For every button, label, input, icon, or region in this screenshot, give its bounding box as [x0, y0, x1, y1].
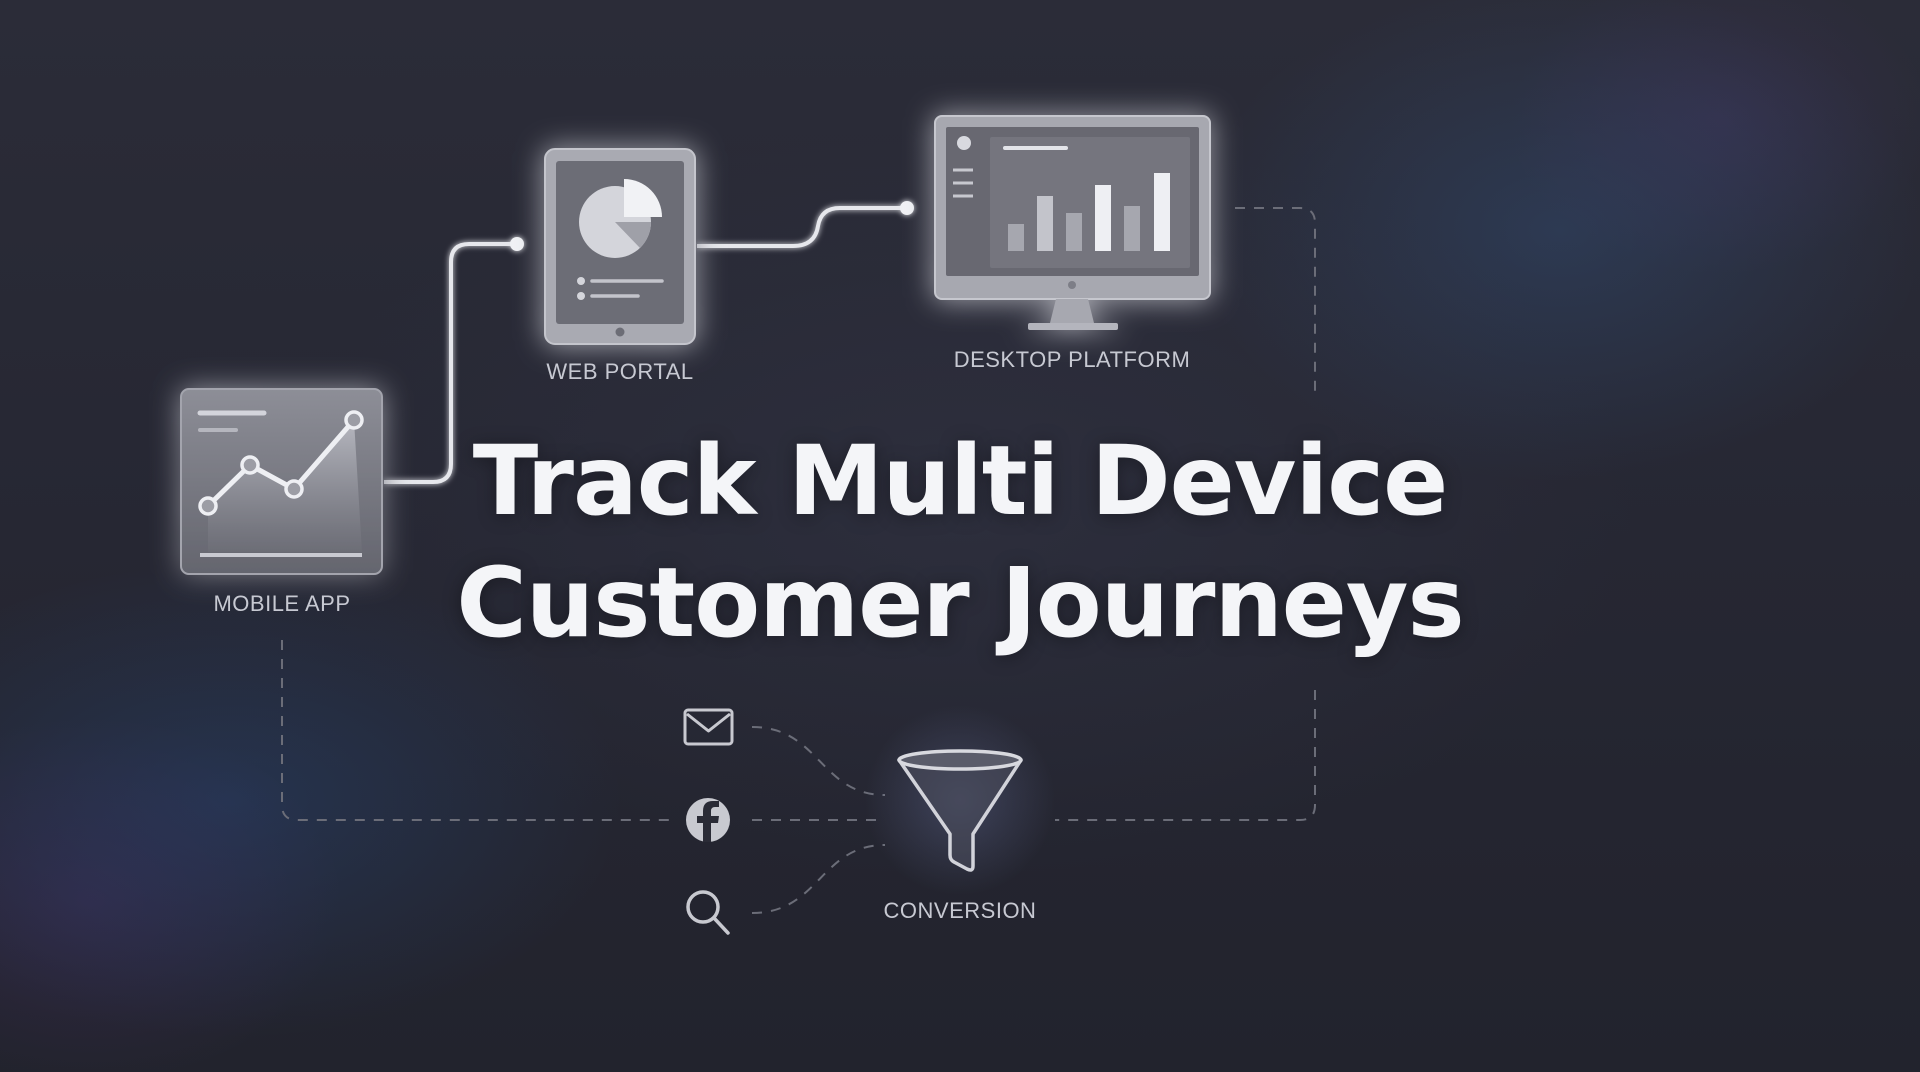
connector-web-desktop [697, 206, 907, 248]
dashed-path-left [281, 640, 670, 821]
mobile-app-device [180, 388, 383, 575]
headline: Track Multi Device Customer Journeys [0, 420, 1920, 664]
web-portal-device [544, 148, 696, 345]
solid-connectors [384, 201, 914, 484]
facebook-icon [686, 798, 730, 842]
dashed-loop [281, 207, 1316, 914]
dashed-path-search [751, 844, 886, 914]
headline-line-2: Customer Journeys [456, 547, 1464, 659]
dashed-path-right-lower [1055, 690, 1316, 821]
connector-dot-web [510, 237, 524, 251]
web-portal-label: WEB PORTAL [546, 359, 694, 384]
desktop-platform-label: DESKTOP PLATFORM [953, 347, 1191, 372]
connector-dot-desktop [900, 201, 914, 215]
search-icon [686, 890, 730, 935]
mail-icon [683, 708, 734, 746]
dashed-path-right [1235, 207, 1316, 395]
headline-line-1: Track Multi Device [472, 425, 1449, 537]
desktop-platform-device [934, 115, 1211, 330]
dashed-path-mail [751, 726, 886, 796]
mobile-app-label: MOBILE APP [213, 591, 351, 616]
conversion-label: CONVERSION [883, 898, 1037, 923]
connector-mobile-web [384, 242, 517, 484]
funnel-icon [865, 705, 1055, 895]
